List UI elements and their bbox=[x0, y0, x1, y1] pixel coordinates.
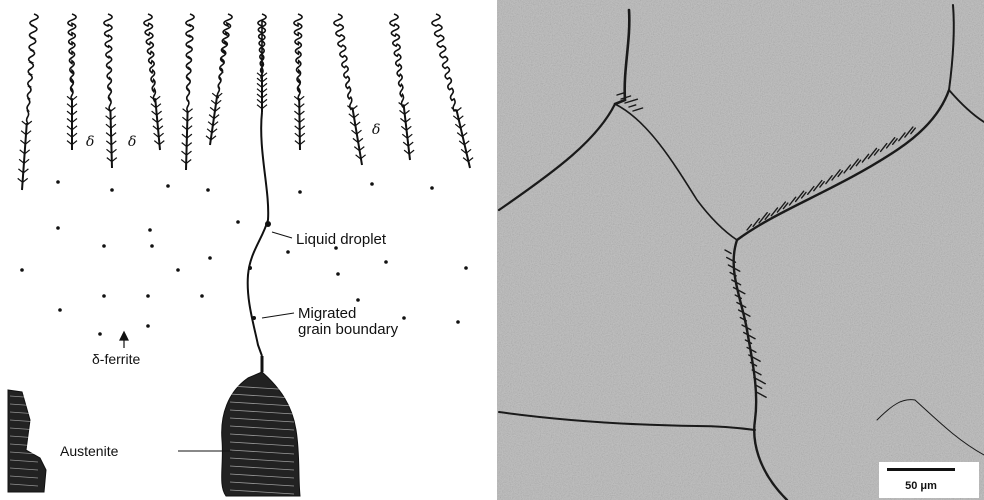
grain-boundary-node bbox=[248, 266, 252, 270]
ferrite-particle bbox=[102, 244, 106, 248]
schematic-drawing: Liquid droplet Migrated grain boundary δ… bbox=[0, 0, 490, 500]
ferrite-particle bbox=[402, 316, 406, 320]
dendrite-column bbox=[104, 14, 112, 111]
dendrite-column bbox=[294, 14, 302, 101]
ferrite-particle bbox=[370, 182, 374, 186]
ferrite-particle bbox=[456, 320, 460, 324]
migrated-label-line2: grain boundary bbox=[298, 321, 399, 338]
delta-symbol: δ bbox=[86, 134, 94, 150]
delta-symbol: δ bbox=[128, 134, 136, 150]
grain-boundary-node bbox=[252, 316, 256, 320]
ferrite-particle bbox=[336, 272, 340, 276]
ferrite-particle bbox=[208, 256, 212, 260]
dendrite-stem bbox=[299, 98, 300, 150]
micrograph-background bbox=[497, 0, 984, 500]
ferrite-particle bbox=[356, 298, 360, 302]
dendrite-column bbox=[217, 14, 232, 98]
dendrite-column bbox=[68, 14, 76, 101]
ferrite-particle bbox=[110, 188, 114, 192]
ferrite-particle bbox=[56, 226, 60, 230]
ferrite-particle bbox=[166, 184, 170, 188]
liquid-droplet-label: Liquid droplet bbox=[296, 231, 387, 248]
dendrite-column bbox=[432, 14, 457, 111]
liquid-droplet-marker bbox=[265, 221, 271, 227]
ferrite-particle bbox=[298, 190, 302, 194]
austenite-edge bbox=[8, 390, 46, 492]
dendrite-column bbox=[390, 14, 404, 107]
ferrite-particle bbox=[200, 294, 204, 298]
delta-ferrite-arrow bbox=[120, 332, 128, 348]
ferrite-particle bbox=[98, 332, 102, 336]
scale-bar-label: 50 μm bbox=[905, 480, 937, 492]
ferrite-particle bbox=[146, 324, 150, 328]
ferrite-particle bbox=[150, 244, 154, 248]
dendrite-stem bbox=[456, 110, 470, 169]
ferrite-particle bbox=[384, 260, 388, 264]
ferrite-particle bbox=[146, 294, 150, 298]
ferrite-particle bbox=[56, 180, 60, 184]
migrated-label-line1: Migrated bbox=[298, 305, 356, 322]
ferrite-particle bbox=[430, 186, 434, 190]
delta-ferrite-particles bbox=[20, 180, 468, 336]
ferrite-particle bbox=[206, 188, 210, 192]
austenite-label: Austenite bbox=[60, 443, 119, 459]
liquid-droplet-leader bbox=[272, 232, 292, 238]
migrated-boundary-leader bbox=[262, 313, 294, 318]
ferrite-particle bbox=[148, 228, 152, 232]
dendrite-column bbox=[334, 14, 353, 109]
dendrite-column bbox=[186, 14, 194, 112]
dendrite-column bbox=[144, 14, 156, 101]
scale-bar-line bbox=[887, 468, 955, 471]
ferrite-dendrites bbox=[18, 14, 473, 190]
ferrite-particle bbox=[20, 268, 24, 272]
ferrite-particle bbox=[176, 268, 180, 272]
delta-ferrite-label: δ-ferrite bbox=[92, 351, 140, 367]
dendrite-column bbox=[27, 14, 39, 123]
ferrite-particle bbox=[286, 250, 290, 254]
migrated-grain-boundary-line bbox=[248, 112, 269, 356]
ferrite-particle bbox=[236, 220, 240, 224]
ferrite-particle bbox=[464, 266, 468, 270]
micrograph: 50 μm bbox=[497, 0, 984, 500]
ferrite-particle bbox=[102, 294, 106, 298]
austenite-grain bbox=[222, 356, 300, 496]
scale-bar: 50 μm bbox=[879, 462, 979, 498]
delta-symbol: δ bbox=[372, 122, 380, 138]
ferrite-particle bbox=[58, 308, 62, 312]
dendrite-column bbox=[258, 14, 266, 80]
